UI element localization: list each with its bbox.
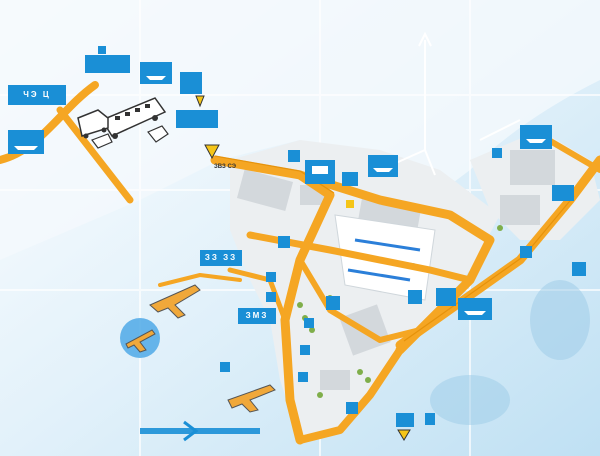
airplane-icon[interactable] — [120, 318, 160, 358]
ship-icon[interactable] — [8, 130, 44, 154]
direction-arrow-icon — [140, 420, 260, 442]
info-marker-icon[interactable] — [8, 85, 66, 105]
airplane-icon[interactable] — [227, 384, 276, 413]
car-icon[interactable] — [91, 133, 113, 149]
ship-icon[interactable] — [520, 125, 552, 149]
info-marker-icon[interactable] — [85, 46, 130, 73]
road-inner — [297, 257, 423, 343]
info-marker-icon[interactable] — [288, 150, 358, 186]
train-icon[interactable] — [305, 160, 335, 184]
road-northwest-branch — [56, 106, 134, 204]
yellow-marker-icons — [195, 95, 411, 441]
bus-icon[interactable] — [100, 97, 167, 139]
water-patches — [430, 280, 590, 425]
info-marker-icon[interactable] — [326, 246, 532, 310]
info-marker-icon[interactable] — [220, 236, 435, 427]
ship-icon[interactable] — [140, 62, 172, 84]
mid-left-sign-label-bottom: ЗМЗ — [245, 311, 269, 320]
info-marker-icon[interactable] — [180, 72, 202, 94]
car-icon[interactable] — [77, 109, 109, 139]
mid-left-sign-label-top: ЗЗ ЗЗ — [204, 253, 238, 262]
info-marker-icon[interactable] — [238, 308, 276, 324]
info-marker-icon[interactable] — [492, 148, 586, 276]
ship-icon[interactable] — [458, 298, 492, 320]
info-marker-icon[interactable] — [176, 110, 218, 128]
small-text-label: ЗВЗ СЭ — [214, 164, 236, 170]
road-taxiway — [158, 273, 242, 287]
north-arrow-icon — [418, 31, 432, 150]
road-northwest — [0, 81, 99, 164]
top-left-sign-label: ЧЭ Ц — [23, 90, 51, 99]
car-icon[interactable] — [147, 125, 169, 143]
airplane-icon[interactable] — [149, 284, 201, 319]
info-marker-icon[interactable] — [200, 250, 242, 266]
ship-icon[interactable] — [368, 155, 398, 177]
